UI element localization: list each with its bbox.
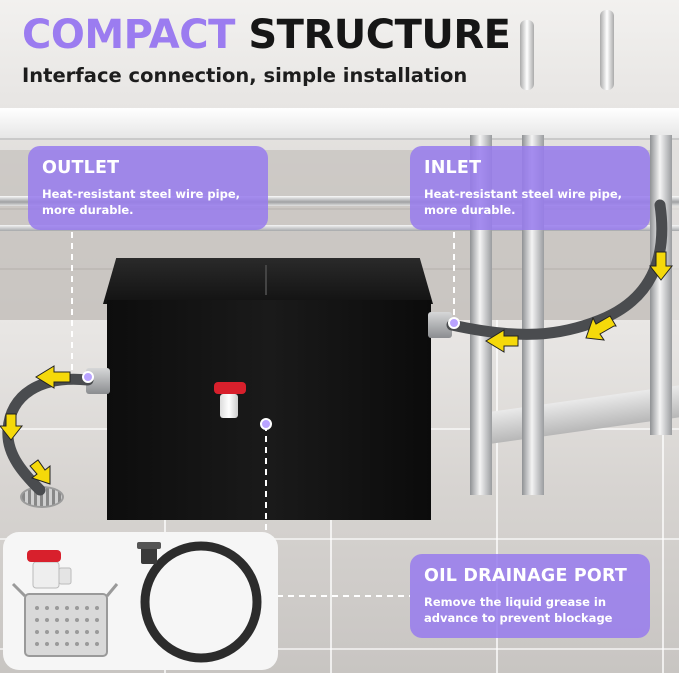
faucet (520, 20, 534, 90)
marker-dot-icon (448, 317, 460, 329)
ball-valve-icon (32, 561, 60, 589)
support-rail (0, 225, 679, 231)
flow-arrow-icon (485, 329, 519, 353)
ball-valve-icon (220, 394, 238, 418)
page-subtitle: Interface connection, simple installatio… (22, 64, 468, 87)
grease-trap-tank (107, 300, 431, 520)
lid-slot (265, 265, 267, 295)
callout-desc-line: more durable. (424, 203, 516, 217)
inlet-hose (446, 199, 668, 340)
title-accent-word: COMPACT (22, 12, 235, 58)
callout-desc-line: advance to prevent blockage (424, 611, 613, 625)
callout-title: INLET (424, 158, 482, 178)
oil-drainage-callout: OIL DRAINAGE PORT Remove the liquid grea… (410, 554, 650, 638)
flow-arrow-icon (35, 365, 71, 389)
marker-dot-icon (82, 371, 94, 383)
valve-handle (214, 382, 246, 394)
hose-coil-icon (140, 541, 262, 663)
marker-dot-icon (260, 418, 272, 430)
outlet-callout: OUTLET Heat-resistant steel wire pipe, m… (28, 146, 268, 230)
callout-description: Remove the liquid grease in advance to p… (424, 594, 636, 626)
filter-basket-icon (24, 593, 108, 657)
title-dark-word: STRUCTURE (248, 12, 511, 58)
accessories-illustration (11, 541, 262, 663)
flow-arrow-icon (29, 459, 51, 485)
accessories-inset (3, 532, 278, 670)
faucet (600, 10, 614, 90)
flow-arrow-icon (648, 251, 674, 281)
grease-trap-lid (103, 258, 433, 304)
callout-desc-line: Remove the liquid grease in (424, 595, 607, 609)
callout-title: OUTLET (42, 158, 120, 178)
inlet-callout: INLET Heat-resistant steel wire pipe, mo… (410, 146, 650, 230)
valve-handle (27, 550, 61, 562)
callout-desc-line: more durable. (42, 203, 134, 217)
support-rail (0, 196, 679, 206)
callout-description: Heat-resistant steel wire pipe, more dur… (42, 186, 254, 218)
hose-connector-icon (141, 546, 157, 564)
callout-desc-line: Heat-resistant steel wire pipe, (42, 187, 241, 201)
sink-counter (0, 108, 679, 140)
callout-description: Heat-resistant steel wire pipe, more dur… (424, 186, 636, 218)
callout-title: OIL DRAINAGE PORT (424, 566, 628, 586)
flow-arrow-icon (0, 413, 24, 441)
callout-desc-line: Heat-resistant steel wire pipe, (424, 187, 623, 201)
page-title: COMPACT STRUCTURE (22, 12, 511, 58)
flow-arrow-icon (585, 315, 617, 341)
